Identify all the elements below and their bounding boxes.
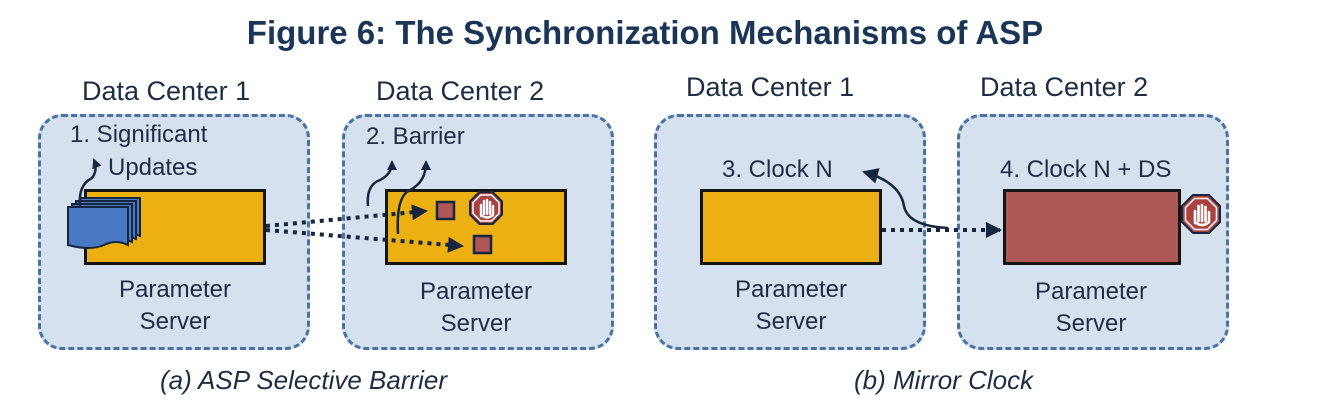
panel-b-dc1-server-rect — [700, 189, 882, 265]
stop-sign-icon — [1181, 194, 1221, 234]
panel-b-dc1-note: 3. Clock N — [722, 156, 833, 183]
update-transfer-arrow-1 — [265, 204, 428, 228]
stop-sign-icon — [469, 191, 503, 225]
panel-b-caption: (b) Mirror Clock — [854, 365, 1034, 395]
panel-b-dc2-note: 4. Clock N + DS — [1000, 156, 1172, 183]
panel-b-dc1-label: Data Center 1 — [686, 72, 855, 102]
panel-b-dc1-server-label: Parameter Server — [700, 274, 882, 338]
barrier-arrow-1 — [366, 160, 397, 207]
panel-b-dc2-box — [957, 114, 1229, 350]
update-square-icon — [435, 200, 456, 221]
update-stack-icon — [67, 197, 141, 249]
mirror-clock-arrow — [862, 168, 949, 230]
panel-a-dc2-note: 2. Barrier — [366, 123, 465, 150]
panel-b-dc2-server-label: Parameter Server — [1000, 276, 1182, 340]
server-label-line1: Parameter — [1034, 278, 1148, 305]
panel-a-dc1-note-line2: Updates — [108, 154, 198, 181]
panel-a-dc2-server-label: Parameter Server — [385, 276, 567, 340]
server-label-line1: Parameter — [419, 278, 533, 305]
panel-a-caption: (a) ASP Selective Barrier — [160, 365, 448, 395]
server-label-line2: Server — [1055, 310, 1127, 337]
panel-a-dc2-label: Data Center 2 — [376, 76, 545, 106]
server-label-line1: Parameter — [118, 276, 232, 303]
panel-a-dc1-server-label: Parameter Server — [84, 274, 266, 338]
update-transfer-arrow-2 — [265, 228, 464, 253]
server-label-line2: Server — [139, 308, 211, 335]
panel-a-dc1-note-line1: 1. Significant — [70, 121, 208, 148]
panel-b-dc2-label: Data Center 2 — [980, 72, 1149, 102]
panel-b-dc2-server-rect — [1003, 189, 1181, 265]
figure-title: Figure 6: The Synchronization Mechanisms… — [246, 14, 1044, 51]
server-label-line2: Server — [755, 308, 827, 335]
panel-a-dc1-label: Data Center 1 — [82, 76, 251, 106]
server-label-line1: Parameter — [734, 276, 848, 303]
barrier-arrow-2 — [396, 160, 431, 235]
significant-updates-arrow — [78, 158, 102, 207]
update-square-icon — [472, 234, 493, 255]
server-label-line2: Server — [440, 310, 512, 337]
